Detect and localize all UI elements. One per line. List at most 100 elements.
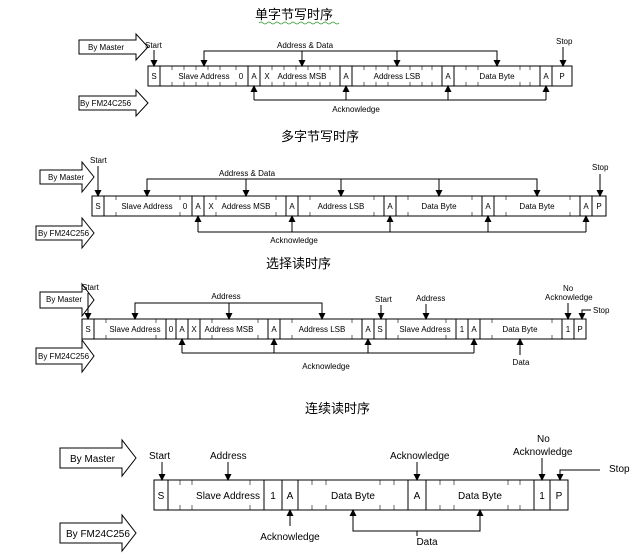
cell-data-byte: Data Byte [331, 491, 375, 502]
acknowledge-label: Acknowledge [260, 532, 320, 543]
cell-data-byte: Data Byte [519, 202, 555, 211]
stop-arrow [556, 469, 600, 481]
cell-repeated-start: S [377, 325, 382, 334]
diagram-title: 单字节写时序 [255, 8, 333, 23]
cell-x: X [264, 72, 270, 81]
cell-ack: A [387, 202, 393, 211]
cell-ack: A [583, 202, 589, 211]
data-bracket [352, 510, 481, 532]
cell-no-ack-bit: 1 [539, 491, 545, 502]
device-arrow-shape [35, 338, 95, 374]
no-ack-label-line1: No [537, 434, 550, 445]
master-label: By Master [46, 295, 82, 304]
cell-slave-address: Slave Address [121, 202, 172, 211]
start2-label: Start [375, 295, 393, 304]
device-label: By FM24C256 [80, 99, 132, 108]
master-arrow-shape [39, 160, 95, 194]
frame-dividers [93, 319, 575, 339]
address2-label: Address [416, 294, 445, 303]
device-arrow-shape [59, 513, 137, 553]
cell-ack: A [543, 72, 549, 81]
address-data-label: Address & Data [277, 41, 334, 50]
address-data-label: Address & Data [219, 169, 276, 178]
cell-address-lsb: Address LSB [374, 72, 421, 81]
master-label: By Master [70, 454, 116, 465]
diagram-title: 多字节写时序 [281, 129, 359, 145]
frame-bit-ticks [115, 196, 571, 216]
cell-ack: A [251, 72, 257, 81]
device-label: By FM24C256 [66, 529, 130, 540]
cell-ack: A [289, 202, 295, 211]
cell-slave-address: Slave Address [399, 325, 450, 334]
diagram-title: 连续读时序 [305, 401, 370, 417]
no-ack-label-line2: Acknowledge [513, 447, 573, 458]
cell-data-byte: Data Byte [421, 202, 457, 211]
frame-dividers [167, 480, 551, 510]
cell-slave-address: Slave Address [109, 325, 160, 334]
device-label: By FM24C256 [38, 352, 90, 361]
stop-label: Stop [556, 37, 573, 46]
data-label: Data [416, 537, 438, 548]
start-label: Start [145, 41, 163, 50]
address-data-bracket [203, 50, 498, 66]
ack-top-label: Acknowledge [390, 451, 450, 462]
cell-data-byte: Data Byte [502, 325, 538, 334]
cell-address-msb: Address MSB [278, 72, 327, 81]
master-arrow-shape [59, 438, 137, 478]
cell-address-lsb: Address LSB [299, 325, 346, 334]
cell-address-msb: Address MSB [205, 325, 254, 334]
cell-ack: A [485, 202, 491, 211]
diagram-multi-byte-write: 多字节写时序 By Master By FM24C256 S Slav [35, 129, 609, 250]
cell-stop: P [596, 202, 601, 211]
cell-slave-address: Slave Address [178, 72, 229, 81]
start-label: Start [149, 451, 170, 462]
cell-rw-bit: 0 [239, 72, 244, 81]
cell-x: X [208, 202, 214, 211]
cell-start: S [151, 72, 156, 81]
cell-stop: P [577, 325, 582, 334]
master-label: By Master [88, 43, 124, 52]
cell-ack: A [365, 325, 371, 334]
master-label: By Master [48, 173, 84, 182]
address-label: Address [211, 292, 240, 301]
cell-address-lsb: Address LSB [318, 202, 365, 211]
device-arrow-shape [78, 88, 149, 118]
stop-label: Stop [593, 306, 610, 315]
cell-rw-bit: 1 [270, 491, 276, 502]
diagram-title: 选择读时序 [266, 257, 331, 272]
start-label: Start [90, 156, 108, 165]
frame-bit-ticks [179, 480, 521, 510]
no-ack-label-line2: Acknowledge [545, 293, 593, 302]
cell-start: S [95, 202, 100, 211]
data-label: Data [513, 358, 530, 367]
stop-arrow [578, 309, 591, 320]
frame-box [91, 195, 607, 217]
master-arrow-shape [78, 32, 149, 62]
device-label: By FM24C256 [38, 229, 90, 238]
cell-ack: A [471, 325, 477, 334]
cell-ack: A [179, 325, 185, 334]
address-data-bracket [146, 178, 538, 196]
cell-ack: A [445, 72, 451, 81]
cell-ack: A [195, 202, 201, 211]
cell-start: S [158, 491, 165, 502]
address-label: Address [210, 451, 247, 462]
cell-stop: P [556, 491, 563, 502]
acknowledge-label: Acknowledge [270, 236, 318, 245]
frame-box [153, 479, 569, 511]
cell-ack: A [343, 72, 349, 81]
cell-ack: A [271, 325, 277, 334]
diagram-single-byte-write: 单字节写时序 By Master By FM24C256 [78, 8, 573, 118]
start-label: Start [82, 283, 100, 292]
cell-rw-bit: 0 [183, 202, 188, 211]
cell-stop: P [559, 72, 564, 81]
cell-slave-address: Slave Address [196, 491, 260, 502]
frame-bit-ticks [171, 66, 531, 86]
spellcheck-underline [258, 21, 340, 25]
cell-data-byte: Data Byte [479, 72, 515, 81]
cell-rw-bit: 1 [460, 325, 465, 334]
device-arrow-shape [35, 216, 95, 250]
cell-ack: A [414, 491, 421, 502]
acknowledge-label: Acknowledge [302, 362, 350, 371]
